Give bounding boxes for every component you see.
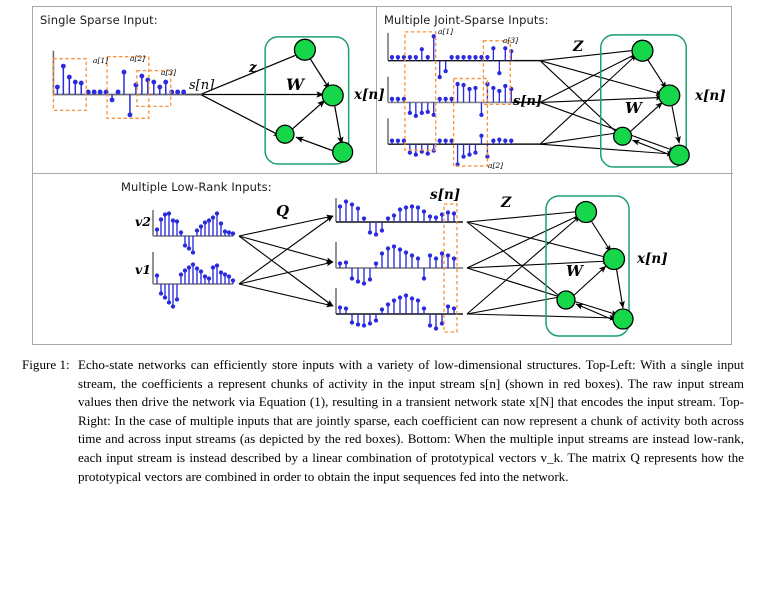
input-weight-label-bottom: Z	[501, 195, 512, 211]
stem-stream-3-tr	[389, 133, 514, 167]
state-label-tr: x[n]	[695, 88, 726, 104]
state-label-bottom: x[n]	[637, 251, 668, 267]
mixing-matrix-arrows	[238, 214, 334, 308]
recurrent-arrows-tl	[290, 56, 344, 153]
stem-stream-1-tr	[389, 34, 514, 80]
stream-stems-bottom	[337, 199, 457, 331]
single-sparse-diagram	[52, 36, 354, 165]
stem-series-tl	[54, 63, 187, 118]
state-label-tl: x[n]	[354, 87, 385, 103]
stream-label-tr: s[n]	[513, 94, 543, 109]
stem-stream-3-bottom	[337, 293, 457, 331]
chunk-boxes-tl	[52, 56, 172, 119]
input-weight-label-tr: Z	[573, 39, 584, 55]
recurrent-arrows-tr	[628, 57, 681, 157]
chunk-label-a2-tr: a[2]	[488, 161, 504, 170]
snapshot-slice-box	[443, 203, 458, 333]
stem-stream-2-tr	[389, 81, 514, 119]
low-rank-diagram	[152, 195, 634, 337]
reservoir-box-tl	[264, 36, 350, 165]
joint-sparse-diagram	[387, 31, 690, 168]
prototype-label-v2: v2	[135, 214, 151, 229]
stream-label-bottom: s[n]	[430, 187, 461, 203]
figure-image: Single Sparse Input:	[32, 6, 733, 346]
panel-title-joint-sparse: Multiple Joint-Sparse Inputs:	[384, 13, 549, 27]
panel-single-sparse-input: Single Sparse Input:	[33, 7, 385, 174]
panel-low-rank-inputs: Multiple Low-Rank Inputs:	[33, 174, 733, 346]
mixing-matrix-label: Q	[276, 202, 290, 220]
input-weight-arrows-tl	[200, 52, 325, 137]
reservoir-nodes-tr	[613, 39, 690, 166]
stem-series-tr	[389, 34, 514, 167]
recurrent-weight-label-tr: W	[625, 99, 642, 117]
figure-caption: Figure 1: Echo-state networks can effici…	[22, 356, 744, 486]
chunk-label-a3-tl: a[3]	[161, 68, 177, 77]
recurrent-weight-label-tl: W	[286, 75, 304, 94]
reservoir-nodes-bottom	[556, 200, 634, 330]
panel-title-single-sparse: Single Sparse Input:	[40, 13, 158, 27]
recurrent-arrows-bottom	[571, 218, 625, 323]
input-weight-arrows-tr	[539, 47, 676, 157]
chunk-label-a1-tr: a[1]	[438, 27, 454, 36]
figure-caption-body: Echo-state networks can efficiently stor…	[78, 357, 744, 484]
stream-lines-tr	[512, 59, 543, 145]
reservoir-box-tr	[599, 34, 687, 168]
panel-joint-sparse-inputs: Multiple Joint-Sparse Inputs:	[377, 7, 733, 174]
prototype-stems	[154, 211, 236, 309]
prototype-v1-stems	[154, 262, 236, 309]
chunk-label-a3-tr: a[3]	[503, 36, 519, 45]
input-weight-arrows-bottom	[466, 208, 619, 321]
chunk-label-a2-tl: a[2]	[130, 54, 146, 63]
reservoir-box-bottom	[545, 195, 630, 337]
reservoir-nodes-tl	[275, 38, 354, 163]
prototype-label-v1: v1	[135, 262, 151, 277]
recurrent-weight-label-bottom: W	[566, 262, 583, 280]
chunk-label-a1-tl: a[1]	[93, 56, 109, 65]
stem-plot-axes-tr	[387, 32, 513, 145]
figure-caption-label: Figure 1:	[22, 357, 70, 372]
stream-label-tl: s[n]	[189, 78, 215, 93]
input-weight-label-tl: z	[249, 60, 257, 76]
chunk-boxes-tr	[404, 31, 511, 167]
stem-stream-2-bottom	[337, 244, 457, 286]
prototype-v2-stems	[154, 211, 236, 255]
stem-stream-1-bottom	[337, 199, 457, 237]
panel-title-low-rank: Multiple Low-Rank Inputs:	[121, 180, 272, 194]
